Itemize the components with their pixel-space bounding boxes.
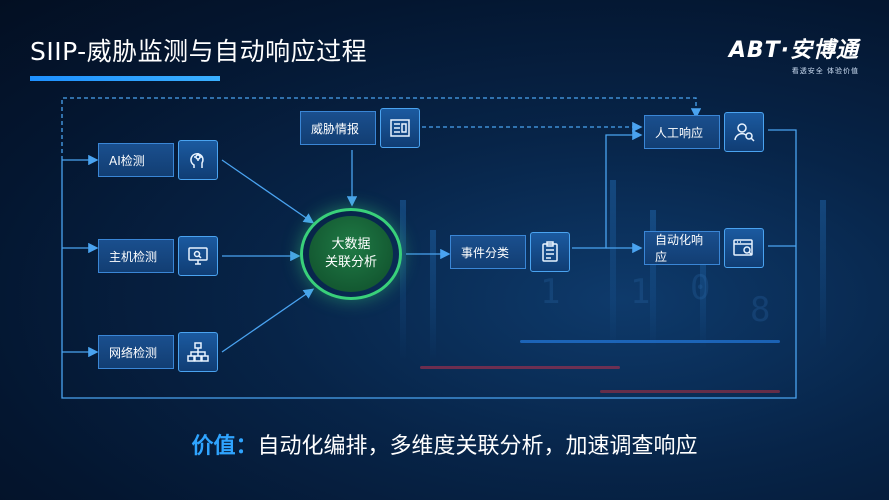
brand-logo: ABT·安博通 看透安全 体验价值: [729, 32, 859, 76]
left-bus: [61, 129, 797, 399]
bg-bar: [820, 200, 826, 350]
node-manual-response: 人工响应: [644, 112, 764, 152]
bg-streak: [420, 366, 620, 369]
title-underline: [30, 76, 220, 81]
node-label: 主机检测: [98, 239, 174, 273]
node-label: 人工响应: [644, 115, 720, 149]
bg-streak: [520, 340, 780, 343]
network-to-hub: [221, 288, 315, 353]
logo-tagline: 看透安全 体验价值: [791, 67, 859, 75]
value-key: 价值：: [191, 434, 258, 459]
bg-digit: 1: [540, 272, 561, 312]
node-label: 威胁情报: [300, 111, 376, 145]
network-topology-icon: [178, 332, 218, 372]
ai-head-icon: [178, 140, 218, 180]
bg-digit: 0: [690, 268, 711, 308]
value-statement: 价值：自动化编排，多维度关联分析，加速调查响应: [0, 428, 889, 460]
bg-bar: [400, 200, 406, 360]
person-search-icon: [724, 112, 764, 152]
bg-bar: [430, 230, 436, 360]
browser-search-icon: [724, 228, 764, 268]
dashed-feedback-top: [61, 97, 702, 160]
monitor-icon: [178, 236, 218, 276]
bg-bar: [650, 210, 656, 350]
node-label: 网络检测: [98, 335, 174, 369]
node-label: 事件分类: [450, 235, 526, 269]
bg-bar: [700, 240, 706, 350]
hub-big-data-analysis: 大数据 关联分析: [309, 216, 393, 292]
node-host-detection: 主机检测: [98, 236, 218, 276]
bg-digit: 8: [750, 290, 771, 330]
bg-digit: 1: [630, 272, 651, 312]
node-label: 自动化响应: [644, 231, 720, 265]
value-text: 自动化编排，多维度关联分析，加速调查响应: [257, 434, 698, 459]
node-label: AI检测: [98, 143, 174, 177]
ai-to-hub: [221, 159, 315, 224]
page-title: SIIP-威胁监测与自动响应过程: [30, 37, 368, 66]
bg-bar: [610, 180, 616, 350]
node-threat-intel: 威胁情报: [300, 108, 420, 148]
clipboard-icon: [530, 232, 570, 272]
logo-mark: ABT·安博通: [728, 38, 859, 63]
node-automated-response: 自动化响应: [644, 228, 764, 268]
hub-ring: [300, 208, 402, 300]
node-ai-detection: AI检测: [98, 140, 218, 180]
node-event-classification: 事件分类: [450, 232, 570, 272]
event-to-manual: [572, 129, 643, 249]
hub-line1: 大数据: [331, 237, 371, 252]
hub-line2: 关联分析: [324, 255, 377, 270]
report-document-icon: [380, 108, 420, 148]
bg-streak: [600, 390, 780, 393]
node-network-detection: 网络检测: [98, 332, 218, 372]
